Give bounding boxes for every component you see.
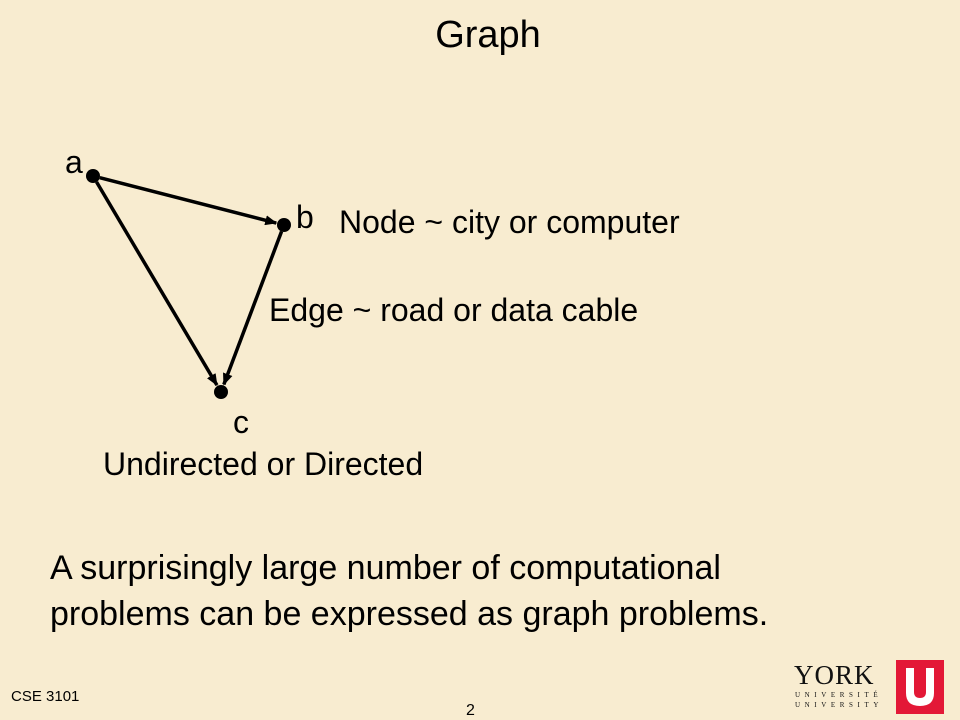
graph-kind-text: Undirected or Directed [103, 446, 424, 482]
logo-sub-en: UNIVERSITY [795, 701, 883, 709]
node-label-a: a [65, 144, 83, 180]
logo-wordmark: YORK [794, 660, 875, 690]
nodes-layer [86, 169, 291, 399]
node-label-b: b [296, 199, 314, 235]
node-label-c: c [233, 404, 249, 440]
edge-a-b [99, 176, 278, 226]
node-a [86, 169, 100, 183]
summary-line-2: problems can be expressed as graph probl… [50, 595, 769, 633]
slide-title: Graph [435, 14, 541, 56]
footer-course: CSE 3101 [11, 688, 80, 705]
edge-description: Edge ~ road or data cable [269, 292, 639, 328]
york-university-logo: YORK UNIVERSITÉ UNIVERSITY [794, 660, 944, 714]
summary-line-1: A surprisingly large number of computati… [50, 549, 721, 587]
page-number: 2 [466, 702, 475, 719]
logo-u-mark-icon [896, 660, 944, 714]
edge-a-c [95, 181, 219, 387]
node-c [214, 385, 228, 399]
logo-sub-fr: UNIVERSITÉ [795, 691, 883, 699]
edge-b-c [222, 230, 284, 386]
node-description: Node ~ city or computer [339, 204, 680, 240]
edges-layer [95, 176, 284, 387]
node-b [277, 218, 291, 232]
